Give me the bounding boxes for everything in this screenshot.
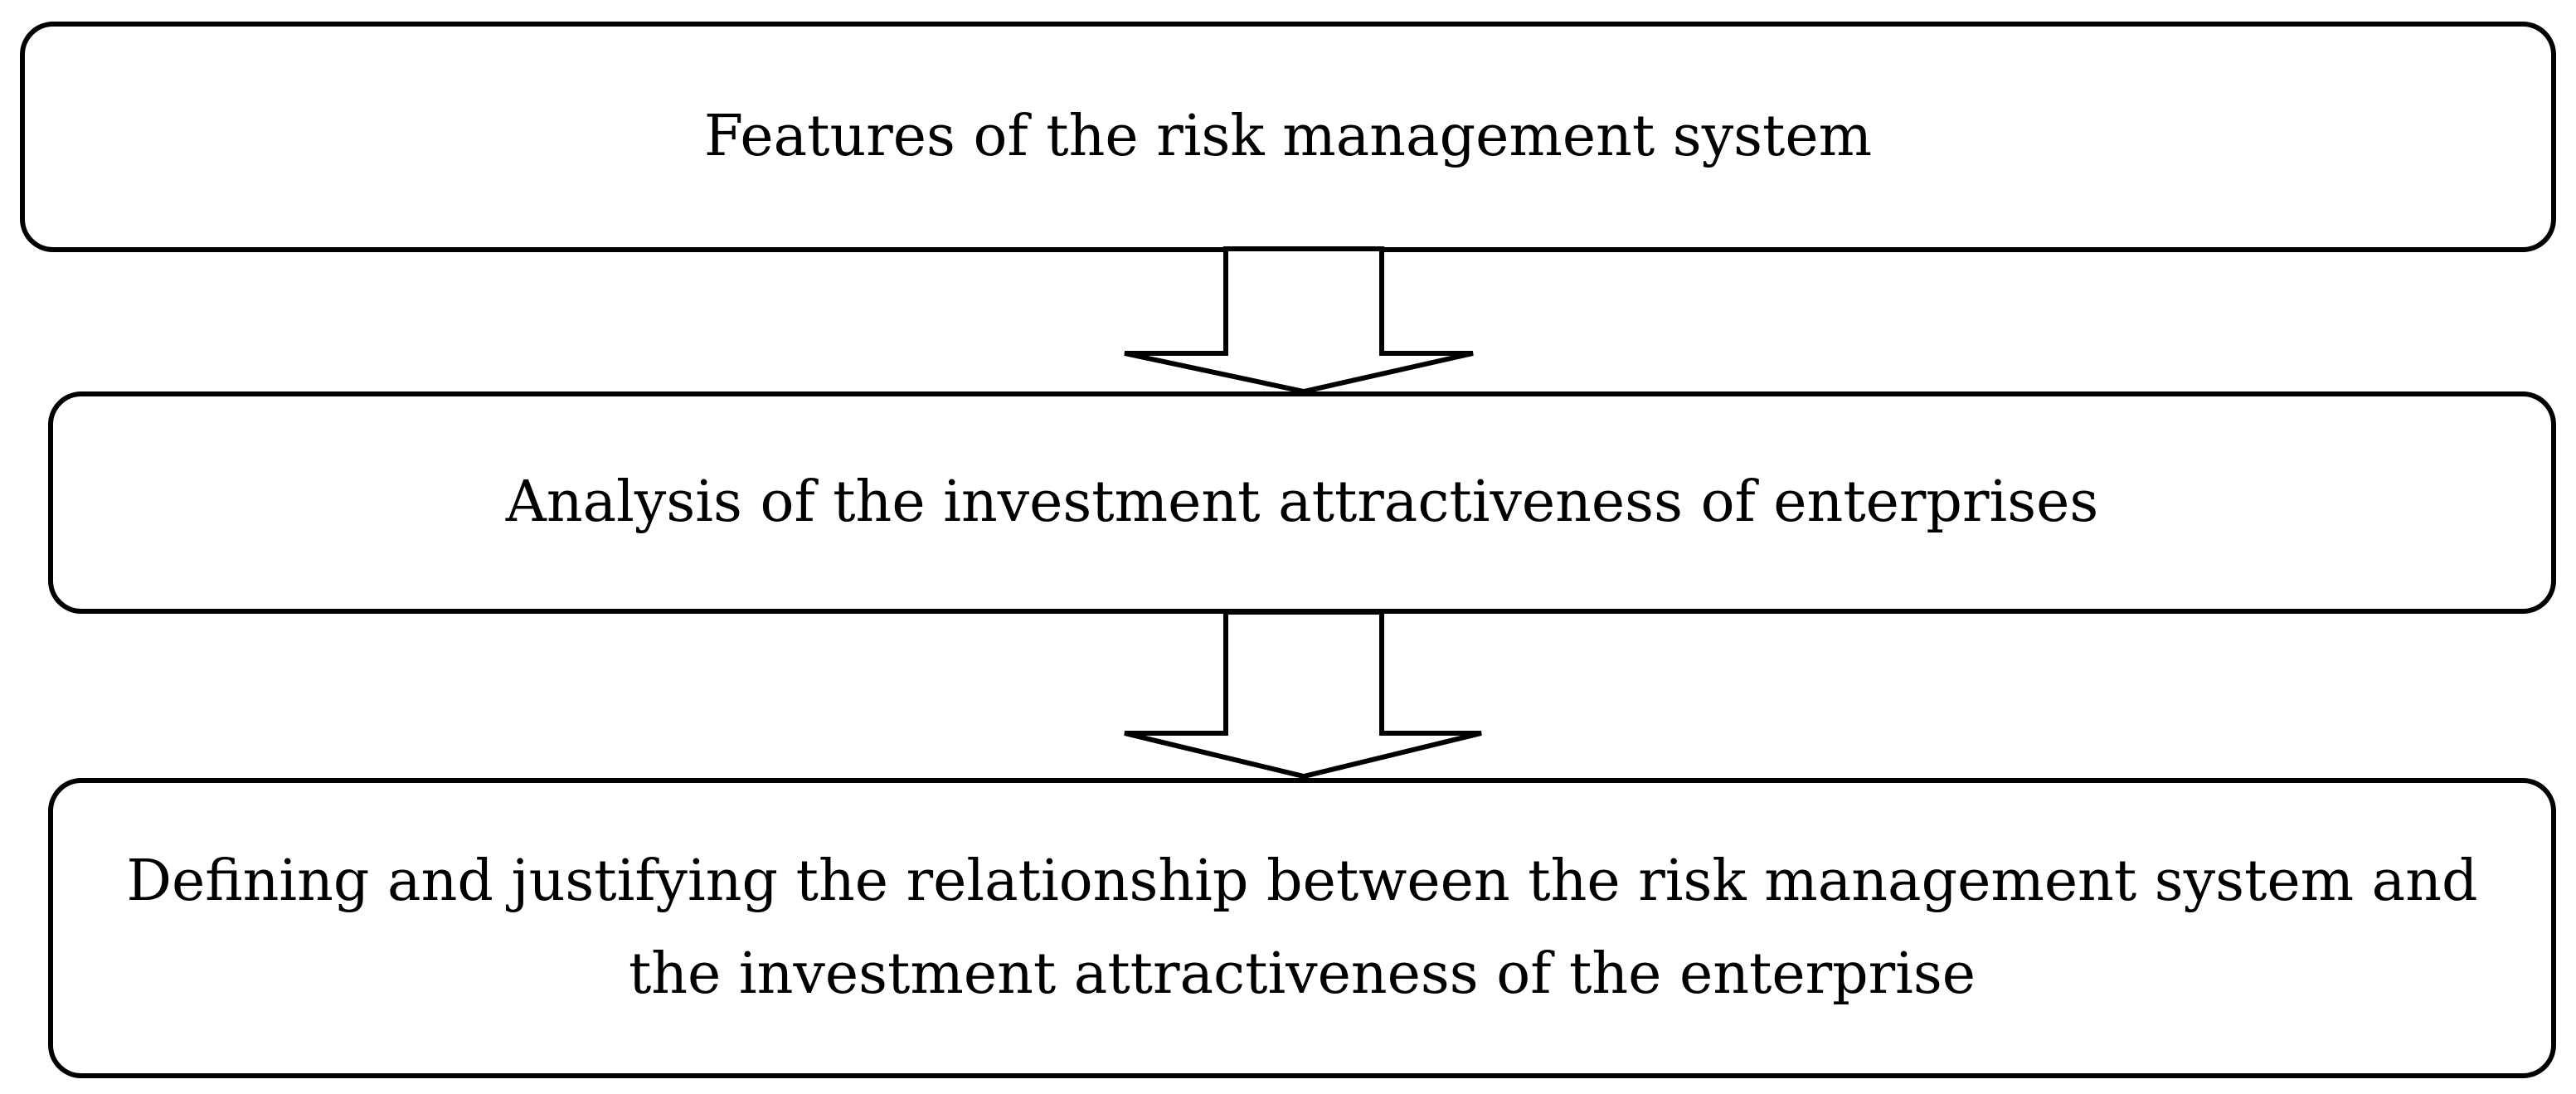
step-label-features: Features of the risk management system <box>703 103 1873 169</box>
step-box-relationship: Defining and justifying the relationship… <box>48 778 2556 1078</box>
step-box-features: Features of the risk management system <box>20 22 2556 252</box>
arrow-down-2 <box>1124 610 1482 780</box>
step-label-analysis: Analysis of the investment attractivenes… <box>505 469 2099 535</box>
step-label-relationship: Defining and justifying the relationship… <box>126 848 2478 1007</box>
arrow-down-1 <box>1124 246 1474 395</box>
step-box-analysis: Analysis of the investment attractivenes… <box>48 391 2556 614</box>
